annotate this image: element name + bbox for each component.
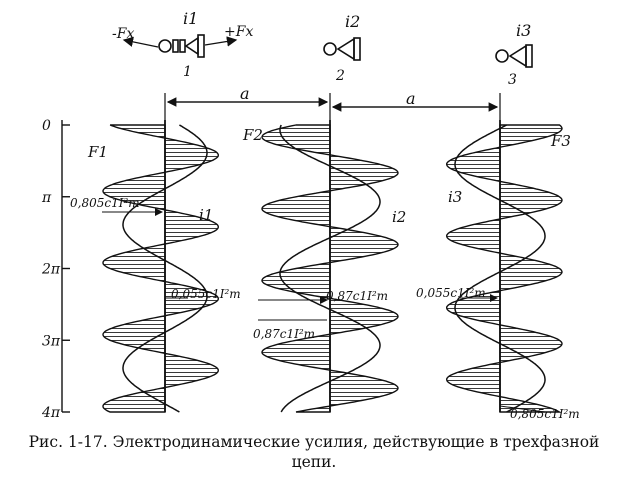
phase-ticks: 0 π 2π 3π 4π: [41, 118, 70, 421]
current-2-label: i2: [392, 208, 406, 226]
current-3-label: i3: [448, 188, 462, 206]
plus-force-label: +Fx: [224, 24, 253, 40]
force-1-label: F1: [87, 143, 108, 161]
spacing-label-right: a: [406, 89, 416, 108]
force-curve-3: [446, 124, 563, 413]
force-waveform: [446, 124, 563, 413]
current-curve-1: [122, 124, 208, 413]
spacing-label-left: a: [240, 84, 250, 103]
phase-tick-label: π: [41, 190, 52, 206]
phase-tick-label: 4π: [41, 405, 61, 421]
labels: -Fx +Fx i1 i2 i3 1 2 3 a a F1 F2 F3 i1 i…: [70, 9, 580, 421]
minus-force-label: -Fx: [112, 26, 134, 42]
top-current-1-label: i1: [183, 9, 198, 28]
min-1-annotation: 0,055c1I²m: [171, 287, 241, 301]
current-curve-3: [454, 124, 546, 413]
conductor-3-symbol: [495, 44, 533, 68]
top-current-2-label: i2: [345, 12, 360, 31]
conductor-2-symbol: [323, 37, 361, 61]
phase-tick-label: 3π: [42, 333, 61, 349]
phase-tick-label: 2π: [41, 262, 61, 278]
current-1-label: i1: [199, 206, 213, 224]
force-3-label: F3: [550, 132, 571, 150]
caption-text: Электродинамические усилия, действующие …: [112, 433, 600, 471]
conductor-symbols: [158, 34, 533, 68]
current-curve-2: [279, 124, 381, 413]
force-waveform: [102, 124, 220, 413]
conductor-1-symbol: [158, 34, 205, 58]
caption-prefix: Рис. 1-17.: [28, 433, 108, 451]
conductor-axes: [164, 120, 501, 412]
amp-2-right-annotation: 0,87c1I²m: [326, 289, 388, 303]
figure-caption: Рис. 1-17. Электродинамические усилия, д…: [14, 432, 614, 472]
force-curve-1: [102, 124, 220, 413]
conductor-2-number: 2: [335, 68, 345, 84]
conductor-1-number: 1: [183, 64, 192, 80]
plus-force-arrow: [204, 36, 238, 47]
spacing-dimensions: [164, 93, 501, 120]
amp-1-annotation: 0,805c1I²m: [70, 196, 140, 210]
amplitude-markers: [102, 208, 546, 413]
top-current-3-label: i3: [516, 21, 531, 40]
conductor-3-number: 3: [508, 72, 517, 88]
phase-tick-label: 0: [42, 118, 51, 134]
force-arrows: [122, 36, 238, 48]
min-3-annotation: 0,055c1I²m: [416, 286, 486, 300]
minus-force-arrow: [122, 36, 159, 48]
amp-3-annotation: 0,805c1I²m: [510, 407, 580, 421]
amp-2-left-annotation: 0,87c1I²m: [253, 327, 315, 341]
force-2-label: F2: [242, 126, 263, 144]
